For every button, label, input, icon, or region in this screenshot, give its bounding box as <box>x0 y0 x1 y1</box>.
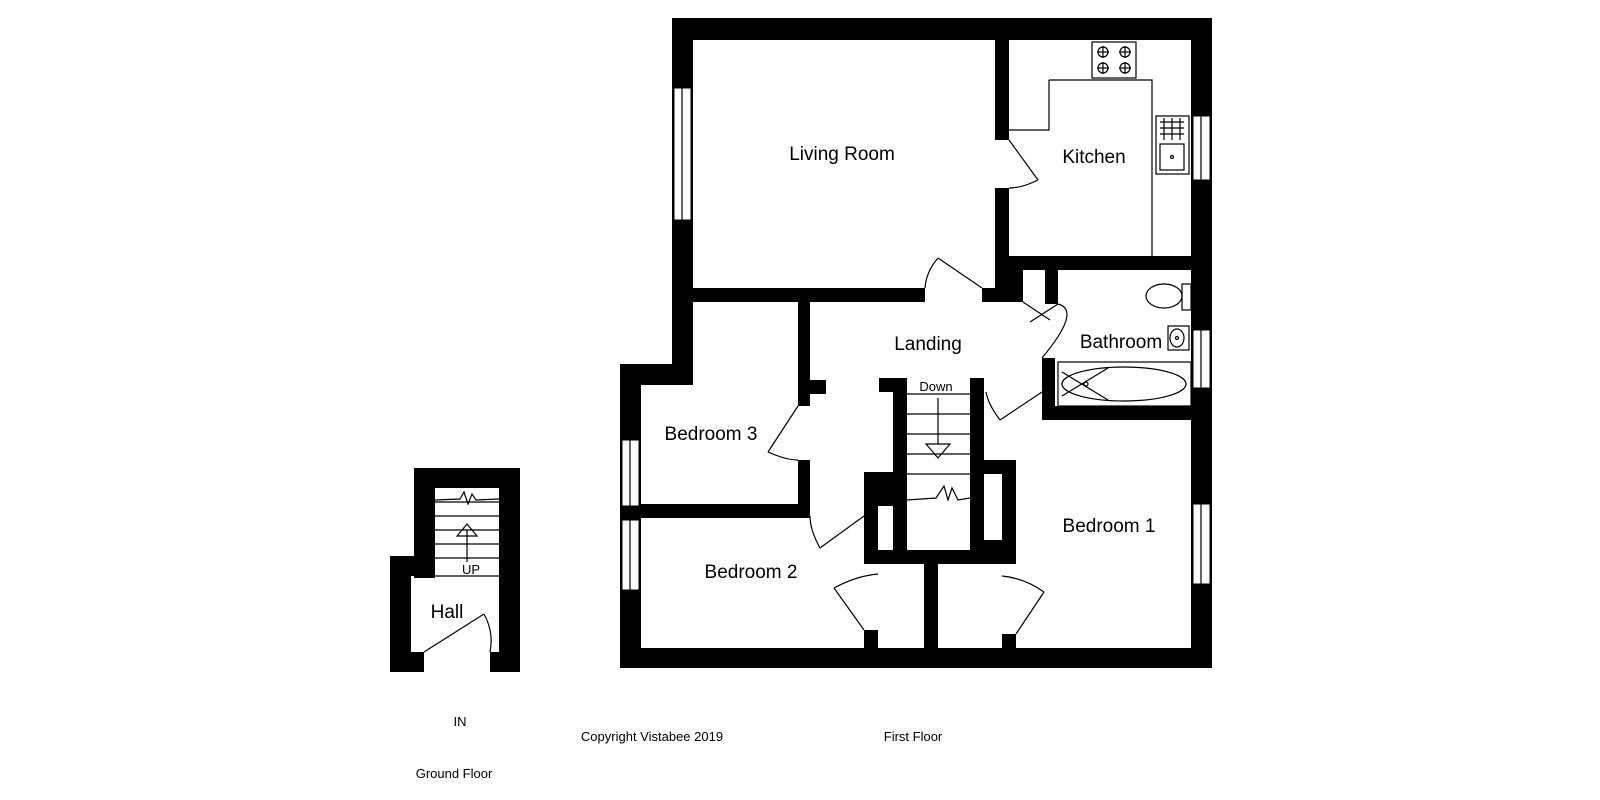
first-floor-caption: First Floor <box>884 729 943 744</box>
room-label-bedroom-1: Bedroom 1 <box>1063 516 1156 537</box>
first-floor-windows <box>621 87 1211 591</box>
stairs-up-label: UP <box>462 562 480 577</box>
stairs-down-arrow-icon <box>924 443 952 459</box>
sink-icon <box>1155 115 1190 175</box>
room-label-living-room: Living Room <box>789 144 895 165</box>
room-label-kitchen: Kitchen <box>1062 147 1125 168</box>
bathroom-fixtures <box>1057 283 1192 407</box>
room-label-bathroom: Bathroom <box>1080 332 1162 353</box>
kitchen-fixtures <box>1009 41 1190 256</box>
room-label-bedroom-3: Bedroom 3 <box>665 424 758 445</box>
ground-floor-door <box>423 613 492 653</box>
room-label-landing: Landing <box>894 334 962 355</box>
bath-icon <box>1057 361 1192 407</box>
first-floor-doors <box>767 139 1068 635</box>
basin-icon <box>1167 325 1190 351</box>
copyright-caption: Copyright Vistabee 2019 <box>581 729 723 744</box>
toilet-icon <box>1145 283 1192 311</box>
room-label-hall: Hall <box>431 602 464 623</box>
ground-floor-caption: Ground Floor <box>416 766 493 781</box>
first-floor-stairs <box>906 393 971 503</box>
stairs-up-arrow-icon <box>455 523 479 537</box>
room-label-bedroom-2: Bedroom 2 <box>705 562 798 583</box>
ground-floor-stairs <box>434 490 500 577</box>
hob-icon <box>1097 46 1131 74</box>
entrance-label: IN <box>454 714 467 729</box>
stairs-down-label: Down <box>919 379 952 394</box>
ground-floor-walls <box>390 468 520 672</box>
